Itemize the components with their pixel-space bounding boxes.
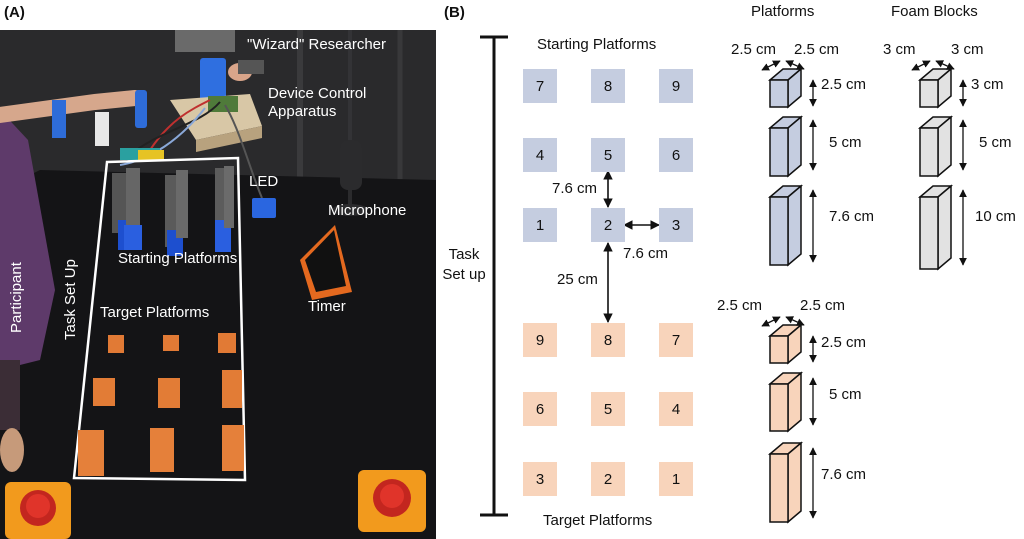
device-apparatus [119, 94, 263, 199]
start-square-2: 2 [591, 208, 625, 242]
led-label: LED [249, 173, 279, 190]
emergency-stop-right [358, 470, 426, 532]
platform-cube-medium [767, 115, 804, 178]
platform-height-medium: 5 cm [829, 134, 862, 151]
target-square-3: 3 [523, 462, 557, 496]
target-cube-medium [767, 371, 804, 433]
platform-height-small: 2.5 cm [821, 76, 867, 93]
start-square-6: 6 [659, 138, 693, 172]
starting-platforms-label: Starting Platforms [118, 250, 238, 267]
target-top-width: 2.5 cm [717, 297, 763, 314]
dim-label-gap: 25 cm [557, 271, 598, 288]
target-square-2: 2 [591, 462, 625, 496]
target-platforms-title: Target Platforms [543, 512, 653, 529]
experiment-photo: "Wizard" Researcher Device Control Appar… [0, 30, 436, 539]
foam-height-medium: 5 cm [979, 134, 1012, 151]
start-square-1: 1 [523, 208, 557, 242]
setup-diagram: Task Set up Starting Platforms Target Pl… [440, 0, 1024, 539]
dim-label-vertical-small: 7.6 cm [552, 180, 598, 197]
start-square-4: 4 [523, 138, 557, 172]
participant-label: Participant [8, 262, 25, 333]
foam-cube-tall [917, 184, 954, 271]
target-blocks [78, 333, 244, 476]
target-height-tall: 7.6 cm [821, 466, 867, 483]
timer-label: Timer [308, 298, 346, 315]
platform-cube-tall [767, 184, 804, 267]
starting-platforms-title: Starting Platforms [537, 36, 657, 53]
foam-height-tall: 10 cm [975, 208, 1016, 225]
target-height-medium: 5 cm [829, 386, 862, 403]
researcher-label: "Wizard" Researcher [247, 36, 387, 53]
target-cube-tall [767, 441, 804, 524]
target-square-6: 6 [523, 392, 557, 426]
platforms-title: Platforms [751, 3, 815, 20]
device-label-line2: Apparatus [268, 103, 337, 120]
panel-b-label: (B) [444, 4, 465, 21]
task-bracket [480, 35, 508, 517]
microphone-label: Microphone [328, 202, 407, 219]
foam-top-width: 3 cm [883, 41, 916, 58]
target-height-small: 2.5 cm [821, 334, 867, 351]
task-label-line2: Set up [442, 266, 486, 283]
microphone-figure [332, 140, 368, 216]
target-top-depth: 2.5 cm [800, 297, 846, 314]
target-square-5: 5 [591, 392, 625, 426]
target-square-4: 4 [659, 392, 693, 426]
target-platforms-label: Target Platforms [100, 304, 210, 321]
dim-label-horizontal: 7.6 cm [623, 245, 669, 262]
starting-blocks [112, 166, 276, 256]
platform-cube-small [767, 67, 804, 109]
target-square-1: 1 [659, 462, 693, 496]
start-square-8: 8 [591, 69, 625, 103]
panel-a-label: (A) [4, 4, 25, 21]
start-square-9: 9 [659, 69, 693, 103]
target-square-9: 9 [523, 323, 557, 357]
platform-top-width: 2.5 cm [731, 41, 777, 58]
timer-figure [300, 225, 352, 300]
device-label-line1: Device Control [268, 85, 367, 102]
target-square-8: 8 [591, 323, 625, 357]
platform-height-tall: 7.6 cm [829, 208, 875, 225]
start-square-5: 5 [591, 138, 625, 172]
foam-top-depth: 3 cm [951, 41, 984, 58]
task-label-line1: Task [448, 246, 480, 263]
foam-blocks-title: Foam Blocks [891, 3, 978, 20]
foam-cube-medium [917, 115, 954, 178]
diagram-lines [480, 35, 967, 524]
foam-cube-small [917, 67, 954, 109]
photo-scene [0, 30, 436, 539]
target-square-7: 7 [659, 323, 693, 357]
emergency-stop-left [5, 482, 71, 539]
start-square-7: 7 [523, 69, 557, 103]
researcher-figure [175, 30, 264, 102]
target-cube-small [767, 323, 804, 365]
foam-height-small: 3 cm [971, 76, 1004, 93]
participant-figure [0, 90, 164, 472]
task-setup-label: Task Set Up [62, 259, 79, 340]
start-square-3: 3 [659, 208, 693, 242]
platform-top-depth: 2.5 cm [794, 41, 840, 58]
